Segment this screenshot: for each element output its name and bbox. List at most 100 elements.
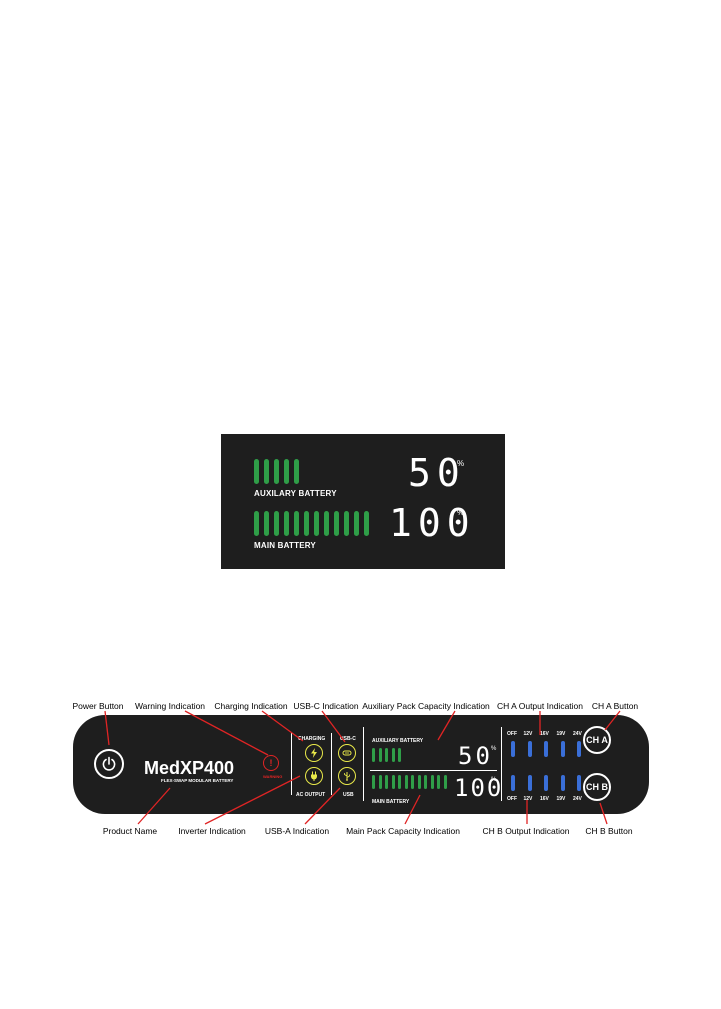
line-usbc (321, 710, 346, 743)
main-battery-bar (294, 511, 299, 536)
lightning-icon (311, 748, 317, 758)
panel-main-bar (411, 775, 414, 789)
panel-main-bar (378, 775, 382, 789)
panel-aux-percent-sign: % (491, 746, 497, 752)
usb-icon (344, 772, 350, 781)
chb-voltage-label: OFF (507, 796, 517, 802)
aux-battery-bar (294, 459, 299, 484)
charging-label: CHARGING (298, 736, 326, 742)
panel-main-bar (437, 775, 440, 789)
usb-label: USB (343, 792, 354, 798)
aux-battery-bar (274, 459, 279, 484)
chb-output-bar (544, 775, 548, 791)
divider-mid (331, 733, 332, 795)
usba-indicator (338, 767, 356, 785)
aux-battery-value: 50 (408, 451, 466, 495)
callout-charging: Charging Indication (214, 701, 288, 711)
chb-output-bar (560, 775, 565, 791)
aux-percent-sign: % (457, 459, 465, 468)
line-cha-button (604, 710, 621, 731)
chb-button[interactable]: CH B (583, 773, 611, 801)
chb-output-bar (511, 775, 515, 791)
callout-product-name: Product Name (102, 826, 158, 836)
main-battery-bar (254, 511, 259, 536)
aux-battery-bar (264, 459, 269, 484)
cha-voltage-label: 16V (540, 731, 549, 737)
usbc-label: USB-C (340, 736, 356, 742)
charging-indicator (305, 744, 323, 762)
callout-usbc: USB-C Indication (293, 701, 359, 711)
warning-icon: ! (263, 755, 279, 771)
plug-icon (311, 771, 317, 781)
panel-main-label: MAIN BATTERY (372, 799, 410, 805)
callout-chb-button: CH B Button (585, 826, 633, 836)
line-aux-capacity (437, 710, 456, 741)
callout-usba: USB-A Indication (264, 826, 330, 836)
inverter-indicator (305, 767, 323, 785)
chb-voltage-label: 24V (573, 796, 582, 802)
divider-left (291, 733, 292, 795)
panel-main-bar (398, 775, 401, 789)
main-battery-bar (324, 511, 329, 536)
panel-aux-bar (378, 748, 382, 762)
aux-battery-bar (284, 459, 289, 484)
panel-aux-bar (372, 748, 375, 762)
cha-voltage-label: 12V (523, 731, 533, 737)
panel-main-bar (424, 775, 427, 789)
main-battery-bar (354, 511, 359, 536)
product-subtitle: FLEX-SWAP MODULAR BATTERY (161, 778, 234, 783)
cha-output-bar (577, 741, 581, 757)
chb-voltage-label: 12V (523, 796, 533, 802)
divider-output (501, 727, 502, 801)
usbc-indicator (338, 744, 356, 762)
panel-main-bar (385, 775, 388, 789)
callout-inverter: Inverter Indication (178, 826, 246, 836)
main-battery-bar (274, 511, 279, 536)
line-warning (184, 710, 269, 756)
main-battery-bar (314, 511, 319, 536)
cha-output-bar (560, 741, 565, 757)
chb-voltage-label: 19V (556, 796, 566, 802)
main-battery-bar (284, 511, 289, 536)
line-inverter (204, 775, 301, 825)
aux-battery-label: AUXILARY BATTERY (254, 489, 337, 498)
panel-aux-bar (385, 748, 388, 762)
chb-output-bar (577, 775, 581, 791)
line-main-capacity (404, 794, 421, 825)
control-panel: MedXP400 FLEX-SWAP MODULAR BATTERY ! WAR… (73, 715, 649, 814)
panel-main-percent-sign: % (491, 777, 497, 783)
main-battery-bar (344, 511, 349, 536)
aux-battery-bar (254, 459, 259, 484)
panel-main-bar (404, 775, 408, 789)
panel-aux-bar (398, 748, 401, 762)
usbc-icon (342, 750, 352, 756)
line-power-button (104, 710, 110, 746)
cha-output-bar (527, 741, 532, 757)
cha-button[interactable]: CH A (583, 726, 611, 754)
main-battery-bar (364, 511, 369, 536)
panel-main-bar (417, 775, 421, 789)
chb-voltage-label: 16V (540, 796, 549, 802)
callout-aux-capacity: Auxiliary Pack Capacity Indication (362, 701, 490, 711)
panel-main-value: 100 (454, 774, 504, 802)
main-percent-sign: % (457, 508, 465, 517)
power-button[interactable] (94, 749, 124, 779)
main-battery-bar (334, 511, 339, 536)
panel-main-bar (443, 775, 447, 789)
ac-output-label: AC OUTPUT (296, 792, 326, 798)
panel-aux-label: AUXILIARY BATTERY (372, 738, 424, 744)
cha-voltage-label: OFF (507, 731, 517, 737)
panel-aux-bar (391, 748, 395, 762)
battery-display-panel: AUXILARY BATTERY 50 % MAIN BATTERY 100 % (221, 434, 505, 569)
capacity-divider (370, 770, 497, 771)
main-battery-bar (304, 511, 309, 536)
product-name: MedXP400 (144, 758, 235, 778)
cha-voltage-label: 24V (573, 731, 582, 737)
chb-output-bar (527, 775, 532, 791)
callout-chb-output: CH B Output Indication (482, 826, 570, 836)
line-product-name (137, 787, 171, 825)
main-battery-label: MAIN BATTERY (254, 541, 316, 550)
panel-main-bar (430, 775, 434, 789)
callout-power-button: Power Button (72, 701, 124, 711)
